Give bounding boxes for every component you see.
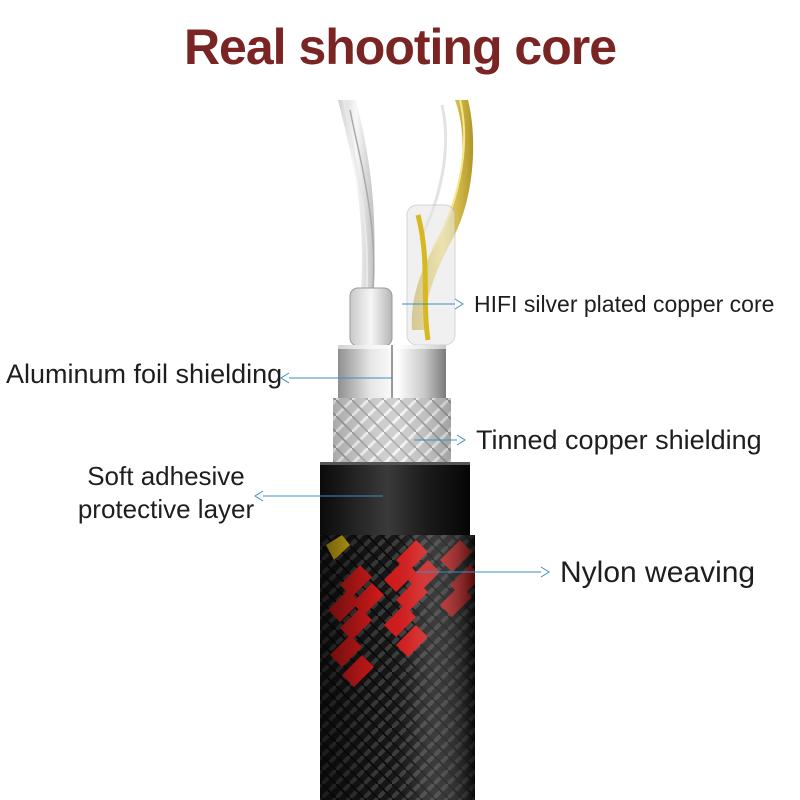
label-aluminum-foil: Aluminum foil shielding [6,359,283,389]
label-soft-adhesive: Soft adhesive protective layer [70,460,262,525]
label-hifi-core: HIFI silver plated copper core [474,291,775,317]
label-soft-adhesive-line1: Soft adhesive [87,461,245,491]
tinned-copper-layer [333,398,451,466]
label-nylon-weaving: Nylon weaving [560,556,756,589]
leader-nylon [416,566,550,578]
leader-lines [254,298,550,578]
aluminum-foil-layer [338,345,446,400]
label-tinned-copper: Tinned copper shielding [476,425,762,455]
soft-adhesive-jacket [320,462,470,540]
silver-core-left [338,99,393,347]
nylon-braid-sleeve [320,535,475,800]
page-title: Real shooting core [183,19,617,75]
gold-core-right [406,99,474,346]
leader-hifi [402,298,464,310]
label-soft-adhesive-line2: protective layer [77,493,255,524]
leader-tinned [414,434,466,446]
leader-soft-adhesive [254,490,383,502]
leader-aluminum [280,372,392,384]
